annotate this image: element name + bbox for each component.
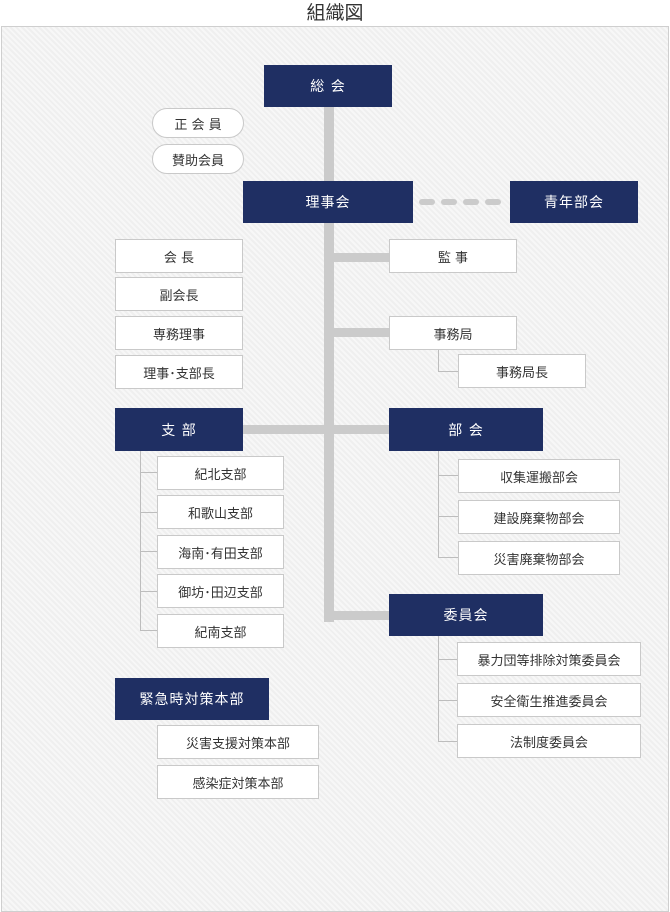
page-title: 組織図 bbox=[306, 2, 364, 24]
bukai-tree-h3 bbox=[438, 557, 458, 558]
node-soukai: 総 会 bbox=[264, 65, 392, 107]
connector-iinkai bbox=[329, 611, 389, 620]
trunk-line-main bbox=[324, 222, 334, 622]
node-saigai-shien: 災害支援対策本部 bbox=[157, 725, 319, 759]
dash-seinen-2 bbox=[441, 199, 457, 205]
connector-jimukyoku bbox=[329, 328, 389, 337]
iinkai-tree-h1 bbox=[438, 659, 457, 660]
node-iinkai: 委員会 bbox=[389, 594, 543, 636]
dash-seinen-3 bbox=[463, 199, 479, 205]
node-iinkai-hoseido: 法制度委員会 bbox=[457, 724, 641, 758]
node-seikaiin: 正 会 員 bbox=[152, 108, 244, 138]
node-riji-shibucho: 理事･支部長 bbox=[115, 355, 243, 389]
connector-kanji bbox=[329, 253, 389, 262]
node-shibu: 支 部 bbox=[115, 408, 243, 451]
node-kinkyu-taisaku: 緊急時対策本部 bbox=[115, 678, 269, 720]
node-shibu-kihoku: 紀北支部 bbox=[157, 456, 284, 490]
trunk-line-top bbox=[324, 107, 334, 181]
node-iinkai-anzen-eisei: 安全衛生推進委員会 bbox=[457, 683, 641, 717]
shibu-tree-h4 bbox=[140, 591, 157, 592]
node-fukukaicho: 副会長 bbox=[115, 277, 243, 311]
node-jimukyoku: 事務局 bbox=[389, 316, 517, 350]
node-shibu-kainan-arida: 海南･有田支部 bbox=[157, 535, 284, 569]
shibu-tree-h2 bbox=[140, 512, 157, 513]
shibu-tree-h5 bbox=[140, 630, 157, 631]
iinkai-tree-h3 bbox=[438, 741, 457, 742]
bukai-tree-h2 bbox=[438, 516, 458, 517]
node-iinkai-boryokudan: 暴力団等排除対策委員会 bbox=[457, 642, 641, 676]
node-jimukyokucho: 事務局長 bbox=[458, 354, 586, 388]
connector-shibu-bukai bbox=[243, 425, 389, 434]
node-kanji: 監 事 bbox=[389, 239, 517, 273]
node-shibu-wakayama: 和歌山支部 bbox=[157, 495, 284, 529]
iinkai-tree-h2 bbox=[438, 700, 457, 701]
node-bukai-kensetsu: 建設廃棄物部会 bbox=[458, 500, 620, 534]
bukai-tree-v bbox=[438, 450, 439, 558]
dash-seinen-4 bbox=[485, 199, 501, 205]
node-sanjo-kaiin: 賛助会員 bbox=[152, 144, 244, 174]
node-shibu-kinan: 紀南支部 bbox=[157, 614, 284, 648]
node-shibu-gobo-tanabe: 御坊･田辺支部 bbox=[157, 574, 284, 608]
node-seinen-bukai: 青年部会 bbox=[510, 181, 638, 223]
connector-jimukyokucho-h bbox=[438, 371, 458, 372]
node-bukai-shushu-unpan: 収集運搬部会 bbox=[458, 459, 620, 493]
connector-jimukyokucho-v bbox=[438, 348, 439, 372]
node-kansensho: 感染症対策本部 bbox=[157, 765, 319, 799]
bukai-tree-h1 bbox=[438, 475, 458, 476]
iinkai-tree-v bbox=[438, 636, 439, 742]
dash-seinen-1 bbox=[419, 199, 435, 205]
shibu-tree-h3 bbox=[140, 551, 157, 552]
node-rijikai: 理事会 bbox=[243, 181, 413, 223]
node-bukai-saigai: 災害廃棄物部会 bbox=[458, 541, 620, 575]
node-kaicho: 会 長 bbox=[115, 239, 243, 273]
node-bukai: 部 会 bbox=[389, 408, 543, 451]
shibu-tree-h1 bbox=[140, 472, 157, 473]
node-senmu-riji: 専務理事 bbox=[115, 316, 243, 350]
shibu-tree-v bbox=[140, 450, 141, 631]
